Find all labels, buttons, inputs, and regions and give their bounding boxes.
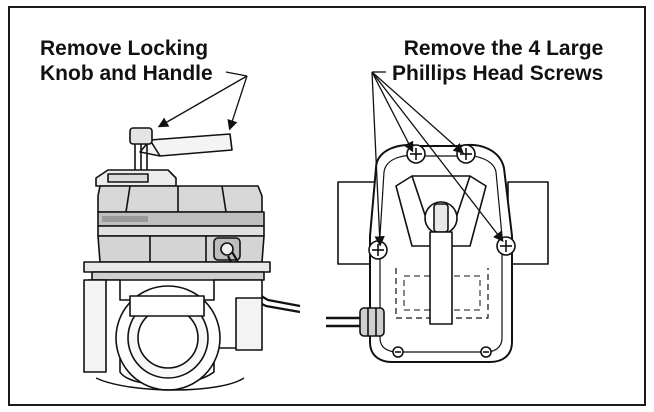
screw-bottom-left [392, 346, 404, 358]
screw-bottom-right [480, 346, 492, 358]
screw-top-right [456, 144, 476, 164]
left-caption-pointers [157, 71, 248, 131]
screw-left [368, 240, 388, 260]
screw-top-left [406, 144, 426, 164]
pipe-port [115, 285, 221, 391]
right-caption: Remove the 4 Large Phillips Head Screws [392, 36, 603, 86]
cable-fitting-right [326, 307, 385, 337]
left-caption-line2: Knob and Handle [40, 62, 213, 85]
right-caption-pointers [371, 71, 504, 247]
valve-top-view [326, 71, 549, 363]
left-caption: Remove Locking Knob and Handle [40, 36, 213, 86]
locking-handle [139, 133, 233, 157]
center-knob [424, 201, 458, 325]
locking-knob [129, 127, 153, 176]
valve-side-view [83, 71, 301, 391]
right-caption-line2: Phillips Head Screws [392, 62, 604, 85]
left-caption-line1: Remove Locking [40, 37, 209, 60]
right-caption-line1: Remove the 4 Large [403, 37, 604, 60]
screw-right [496, 236, 516, 256]
